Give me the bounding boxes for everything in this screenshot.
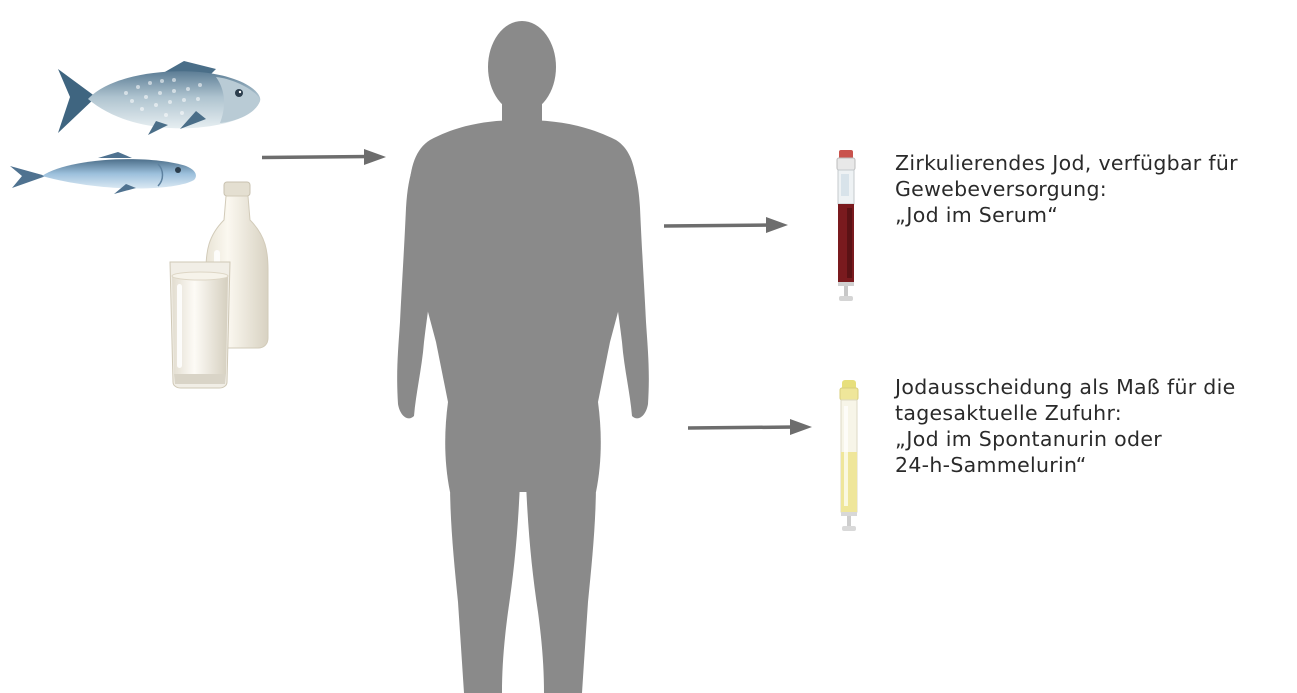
serum-caption-line-1: Zirkulierendes Jod, verfügbar für [895, 150, 1238, 176]
sardine-icon [8, 150, 198, 196]
blood-tube-icon [832, 148, 860, 304]
milk-glass-icon [167, 258, 233, 390]
urine-caption: Jodausscheidung als Maß für die tagesakt… [895, 374, 1236, 478]
arrow-right-icon [662, 214, 792, 236]
serum-caption: Zirkulierendes Jod, verfügbar für Gewebe… [895, 150, 1238, 228]
serum-caption-line-3: „Jod im Serum“ [895, 202, 1238, 228]
urine-caption-line-1: Jodausscheidung als Maß für die [895, 374, 1236, 400]
human-silhouette-icon [390, 12, 655, 693]
urine-caption-line-4: 24-h-Sammelurin“ [895, 452, 1236, 478]
urine-caption-line-3: „Jod im Spontanurin oder [895, 426, 1236, 452]
arrow-right-icon [260, 146, 390, 168]
serum-caption-line-2: Gewebeversorgung: [895, 176, 1238, 202]
arrow-right-icon [686, 416, 816, 438]
urine-caption-line-2: tagesaktuelle Zufuhr: [895, 400, 1236, 426]
urine-tube-icon [836, 378, 862, 534]
fish-icon [56, 55, 266, 140]
